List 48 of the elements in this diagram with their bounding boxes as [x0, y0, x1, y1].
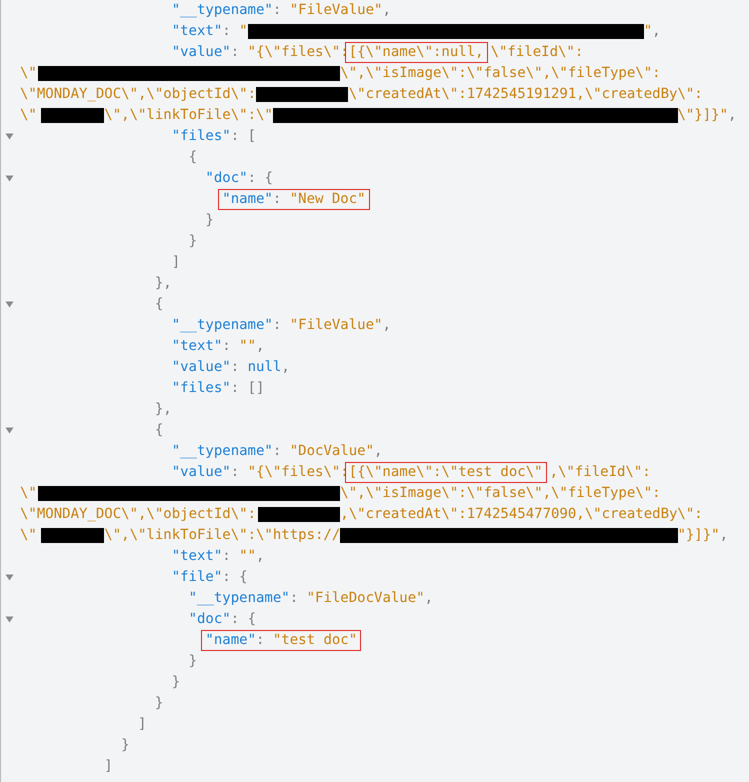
code-text: "__typename": "FileDocValue", [188, 589, 434, 608]
code-text: \" [20, 64, 37, 83]
code-text: "text": "", [172, 547, 264, 566]
code-text: \" [20, 484, 37, 503]
code-text: } [121, 736, 130, 755]
highlighted-code: "name": "test doc" [201, 630, 362, 651]
code-text: ] [104, 757, 113, 776]
code-text: { [154, 421, 164, 440]
code-text: { [188, 148, 197, 167]
code-text: }, [154, 274, 172, 293]
code-text: \"MONDAY_DOC\",\"objectId\": [20, 505, 256, 524]
code-text: "files": [ [172, 127, 256, 146]
code-text: "__typename": "FileValue", [172, 1, 391, 20]
code-text: \"fileId\": [490, 43, 584, 62]
code-text: } [188, 232, 197, 251]
highlighted-code: [{\"name\":null, [344, 42, 488, 63]
code-text: "doc": { [205, 169, 273, 188]
code-text: ] [138, 715, 146, 734]
code-text: \",\"linkToFile\":\" [104, 106, 273, 125]
code-text: "file": { [172, 568, 248, 587]
code-text: "__typename": "FileValue", [172, 316, 391, 335]
code-text: ] [172, 253, 180, 272]
code-text: } [154, 694, 164, 713]
code-text: "text": " [172, 22, 248, 41]
code-text: }, [154, 400, 172, 419]
code-text: \",\"linkToFile\":\"https:// [104, 526, 340, 545]
code-text: \",\"isImage\":\"false\",\"fileType\": [340, 484, 661, 503]
code-text: "files": [] [172, 379, 264, 398]
code-text: ", [644, 22, 661, 41]
code-text: \" [20, 106, 37, 125]
code-text: } [205, 211, 214, 230]
code-text: "value": null, [172, 358, 290, 377]
code-text: } [172, 673, 180, 692]
highlighted-code: "name": "New Doc" [218, 189, 370, 210]
code-text: "}]}", [677, 526, 728, 545]
code-text: \"MONDAY_DOC\",\"objectId\": [20, 85, 256, 104]
highlighted-code: [{\"name\":\"test doc\" [344, 462, 547, 483]
code-text: \"createdAt\":1742545191291,\"createdBy\": [348, 85, 703, 104]
code-text: ,\"fileId\": [550, 463, 651, 482]
code-text: } [188, 652, 197, 671]
code-text: "__typename": "DocValue", [172, 442, 382, 461]
code-text: "text": "", [172, 337, 264, 356]
code-text: \"}]}", [677, 106, 736, 125]
code-text: ,\"createdAt\":1742545477090,\"createdBy\": [340, 505, 703, 524]
code-text: \" [20, 526, 37, 545]
code-text: "doc": { [188, 610, 256, 629]
code-text: { [154, 295, 164, 314]
code-text: \",\"isImage\":\"false\",\"fileType\": [340, 64, 661, 83]
